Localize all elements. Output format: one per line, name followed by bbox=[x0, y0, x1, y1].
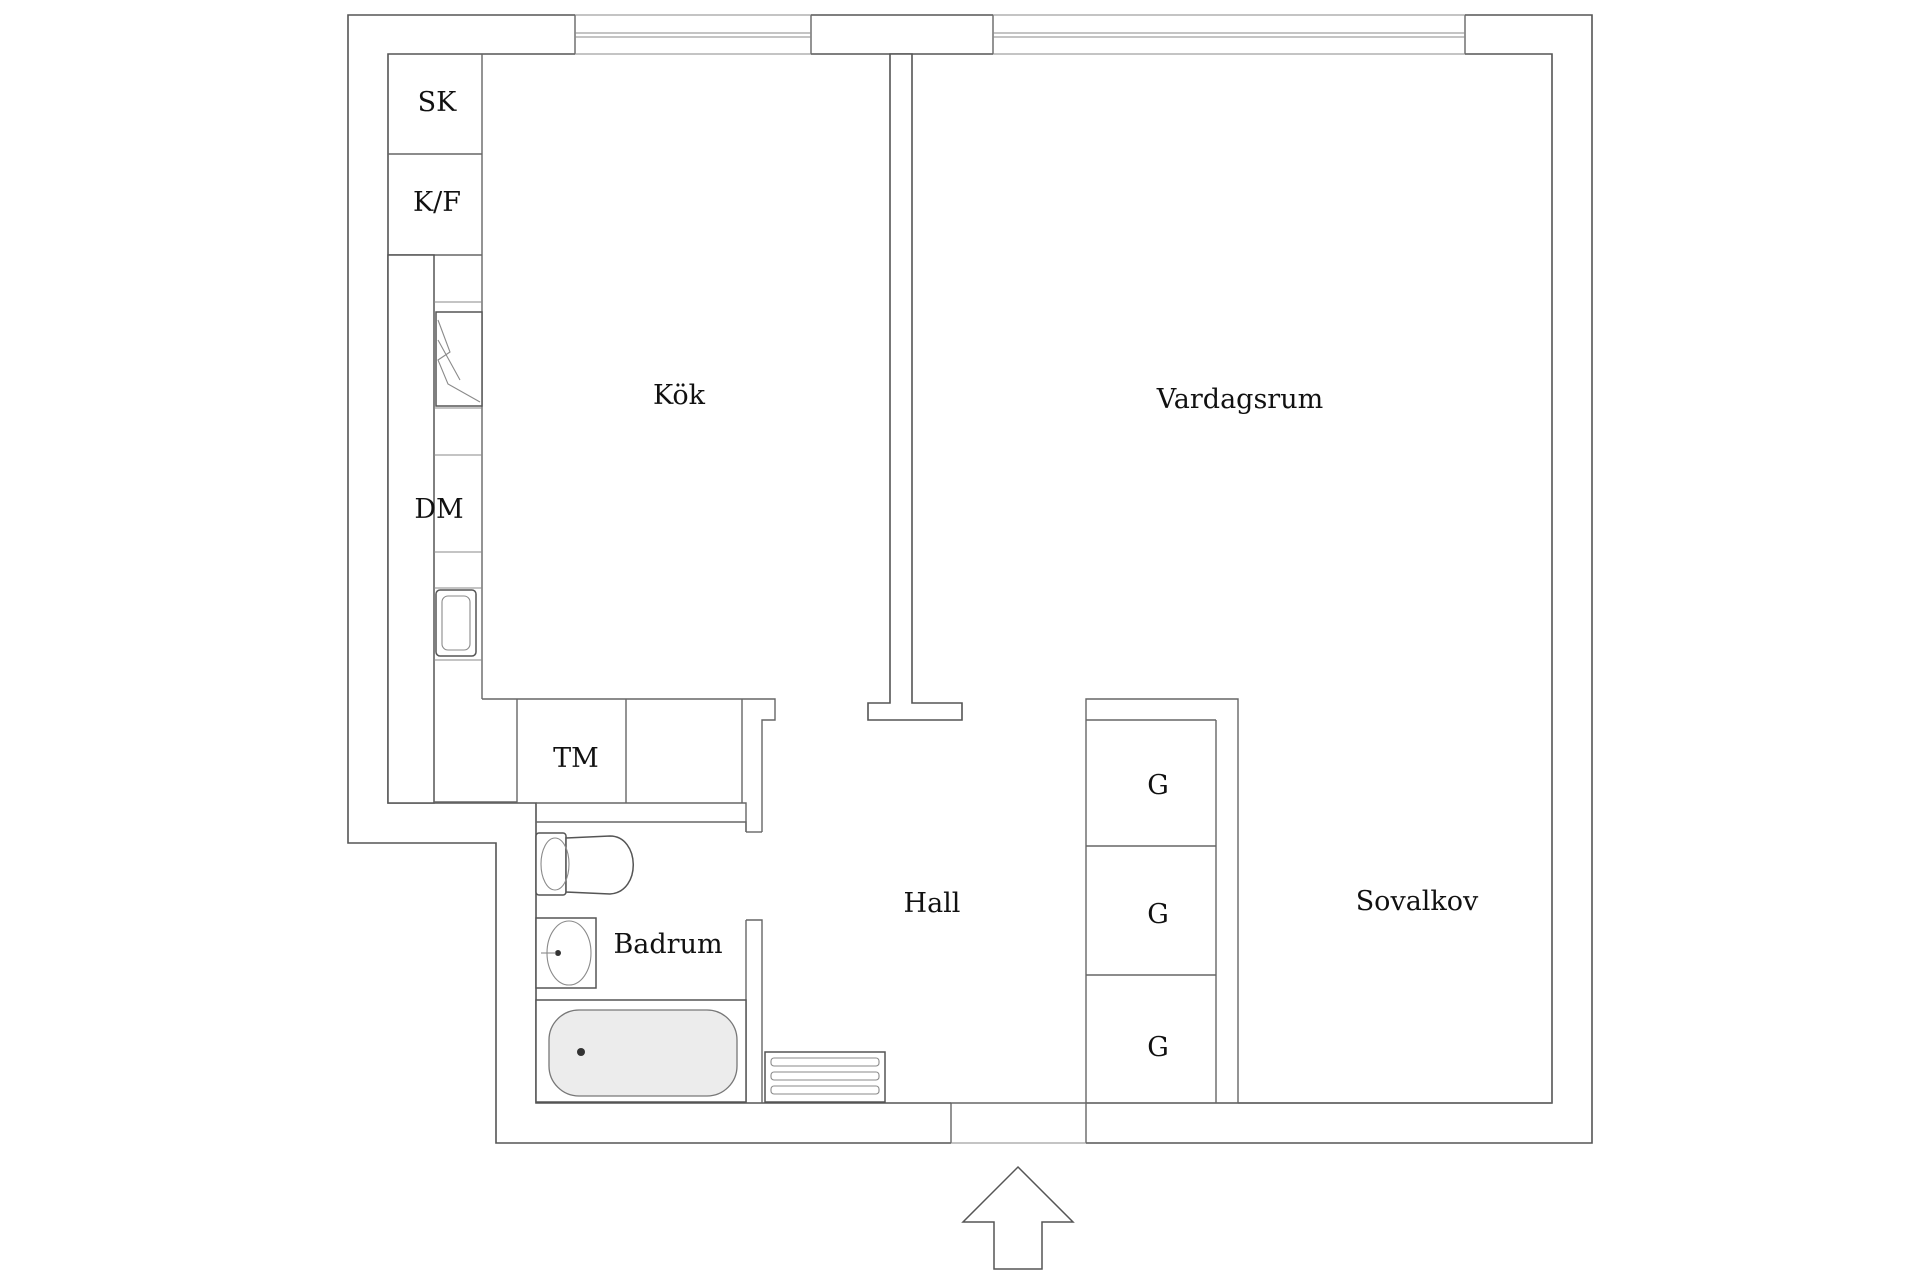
room-label-living-room: Vardagsrum bbox=[1156, 384, 1323, 415]
wall-alcove bbox=[1085, 698, 1552, 1104]
laundry-cabinets bbox=[516, 699, 743, 803]
washbasin-icon bbox=[535, 917, 597, 989]
label-wardrobe-2: G bbox=[1147, 899, 1169, 930]
toilet-icon bbox=[535, 832, 634, 896]
entrance-door bbox=[950, 1101, 1087, 1145]
entrance-arrow-icon bbox=[961, 1165, 1075, 1270]
label-dishwasher: DM bbox=[414, 494, 463, 525]
radiator-icon bbox=[764, 1051, 886, 1103]
kitchen-sink-icon bbox=[435, 589, 477, 657]
room-label-sleeping-alcove: Sovalkov bbox=[1356, 886, 1479, 917]
kitchen-counter bbox=[387, 54, 517, 804]
window-kitchen bbox=[574, 14, 812, 55]
outer-walls bbox=[347, 14, 1593, 1144]
label-wardrobe-1: G bbox=[1147, 770, 1169, 801]
stove-icon bbox=[435, 311, 483, 407]
wall-kitchen-living bbox=[867, 53, 963, 721]
room-label-kitchen: Kök bbox=[653, 380, 706, 411]
label-freezer-cabinet: SK bbox=[418, 87, 457, 118]
window-living-room bbox=[992, 14, 1466, 55]
bathtub-icon bbox=[535, 999, 747, 1103]
label-washing-machine: TM bbox=[553, 743, 599, 774]
room-label-bathroom: Badrum bbox=[613, 929, 722, 960]
label-wardrobe-3: G bbox=[1147, 1032, 1169, 1063]
label-fridge-freezer: K/F bbox=[413, 187, 461, 218]
room-label-hall: Hall bbox=[904, 888, 961, 919]
